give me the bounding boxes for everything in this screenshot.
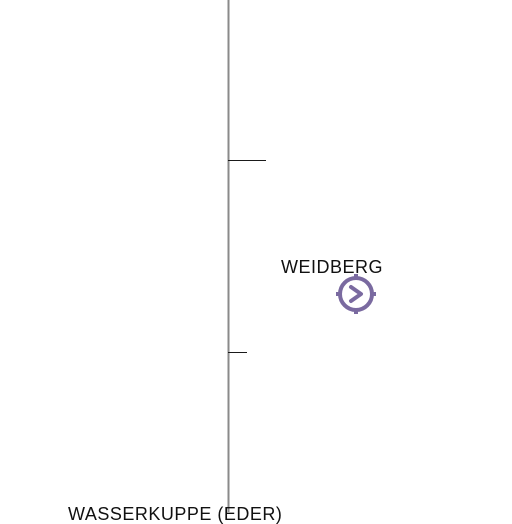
airfield-label-wasserkuppe[interactable]: WASSERKUPPE (EDER) (68, 504, 283, 524)
waypoint-label-weidberg[interactable]: WEIDBERG (281, 257, 384, 277)
reporting-point-icon[interactable] (336, 274, 376, 314)
map-canvas[interactable] (0, 0, 512, 512)
